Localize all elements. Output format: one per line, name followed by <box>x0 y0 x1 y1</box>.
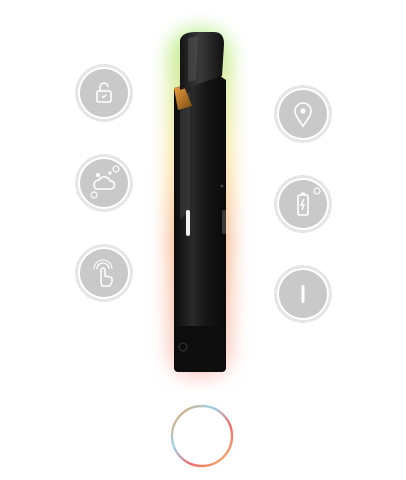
feature-touch[interactable] <box>75 244 133 302</box>
device-logo <box>178 342 188 352</box>
led-glow-ring <box>167 401 237 471</box>
device-led-slot <box>186 210 190 236</box>
device-body <box>174 76 226 372</box>
feature-led[interactable] <box>274 265 332 323</box>
feature-lock[interactable] <box>75 64 133 122</box>
device-bottom-cap <box>174 326 226 372</box>
location-pin-icon <box>294 102 312 128</box>
vapor-cloud-icon <box>90 165 120 199</box>
vape-pen-device <box>168 28 232 378</box>
lock-open-icon <box>96 82 112 103</box>
device-side-button <box>222 210 226 234</box>
amber-window <box>174 86 192 110</box>
touch-gesture-icon <box>93 259 113 287</box>
battery-charging-icon <box>297 187 321 216</box>
led-indicator-icon <box>301 285 305 303</box>
feature-battery[interactable] <box>274 175 332 233</box>
feature-location[interactable] <box>274 85 332 143</box>
device-mouthpiece <box>180 32 224 90</box>
feature-vapor[interactable] <box>75 154 133 212</box>
